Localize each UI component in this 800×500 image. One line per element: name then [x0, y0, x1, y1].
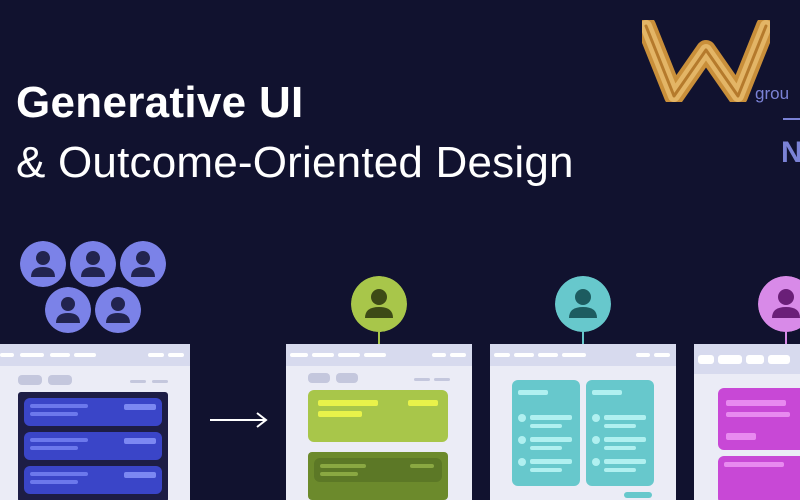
- toolbar-item: [290, 353, 308, 357]
- tab-chip: [48, 375, 72, 385]
- connector: [785, 332, 787, 344]
- action-pill: [624, 492, 652, 498]
- toolbar-item: [148, 353, 164, 357]
- page-subtitle: & Outcome-Oriented Design: [16, 138, 574, 187]
- card-line: [30, 438, 88, 442]
- card-line: [604, 415, 646, 420]
- card-line: [724, 462, 784, 467]
- toolbar-item: [168, 353, 184, 357]
- arrow-right-icon: [210, 412, 268, 428]
- toolbar-item: [562, 353, 586, 357]
- toolbar-item: [432, 353, 446, 357]
- green-ui-window: [286, 344, 472, 500]
- card-line: [30, 446, 78, 450]
- corner-text: grou: [755, 84, 790, 103]
- card-line: [30, 412, 78, 416]
- card-line: [604, 468, 636, 472]
- meta-line: [130, 380, 146, 383]
- card-line: [530, 424, 562, 428]
- card-line: [726, 433, 756, 440]
- tab-chip: [308, 373, 330, 383]
- user-icon: [45, 287, 91, 333]
- card-badge: [408, 400, 438, 406]
- card-line: [604, 437, 646, 442]
- card-line: [592, 390, 622, 395]
- magenta-ui-window: [694, 344, 800, 500]
- card-badge: [410, 464, 434, 468]
- toolbar-item: [50, 353, 70, 357]
- card-line: [530, 446, 562, 450]
- toolbar-item: [74, 353, 96, 357]
- tab-chip: [336, 373, 358, 383]
- bullet-dot: [592, 436, 600, 444]
- w-logo-icon: [636, 16, 776, 106]
- user-icon: [555, 276, 611, 332]
- bullet-dot: [518, 436, 526, 444]
- bullet-dot: [592, 458, 600, 466]
- meta-line: [152, 380, 168, 383]
- card-line: [318, 411, 362, 417]
- card-badge: [124, 404, 156, 410]
- connector: [582, 332, 584, 344]
- card-line: [604, 446, 636, 450]
- user-icon: [758, 276, 800, 332]
- card-line: [518, 390, 548, 395]
- detail-card: [314, 458, 442, 482]
- bullet-dot: [592, 414, 600, 422]
- toolbar-item: [514, 353, 534, 357]
- card-badge: [124, 472, 156, 478]
- meta-line: [434, 378, 450, 381]
- card-line: [320, 464, 366, 468]
- card-line: [530, 459, 572, 464]
- page-title: Generative UI: [16, 78, 304, 127]
- meta-line: [414, 378, 430, 381]
- toolbar-item: [450, 353, 466, 357]
- toolbar-item: [364, 353, 386, 357]
- user-icon: [120, 241, 166, 287]
- teal-ui-window: [490, 344, 676, 500]
- card-line: [530, 468, 562, 472]
- toolbar-item: [698, 355, 714, 364]
- toolbar-item: [538, 353, 558, 357]
- card-line: [604, 459, 646, 464]
- connector: [378, 332, 380, 344]
- toolbar-item: [20, 353, 44, 357]
- toolbar-item: [746, 355, 764, 364]
- toolbar-item: [0, 353, 14, 357]
- hero-card: [718, 388, 800, 450]
- toolbar-item: [494, 353, 510, 357]
- card-line: [530, 415, 572, 420]
- corner-letter: N: [781, 136, 800, 169]
- user-icon: [351, 276, 407, 332]
- toolbar-item: [636, 353, 650, 357]
- card-line: [530, 437, 572, 442]
- card-line: [30, 472, 88, 476]
- tab-chip: [18, 375, 42, 385]
- card-line: [318, 400, 378, 406]
- toolbar-item: [654, 353, 670, 357]
- bullet-dot: [518, 414, 526, 422]
- card-badge: [124, 438, 156, 444]
- card-line: [726, 412, 790, 417]
- toolbar-item: [338, 353, 360, 357]
- user-icon: [95, 287, 141, 333]
- toolbar-item: [768, 355, 790, 364]
- toolbar-item: [718, 355, 742, 364]
- card-line: [30, 480, 78, 484]
- card-line: [30, 404, 88, 408]
- generic-ui-window: [0, 344, 190, 500]
- card-line: [320, 472, 358, 476]
- bullet-dot: [518, 458, 526, 466]
- toolbar-item: [312, 353, 334, 357]
- card-line: [726, 400, 786, 406]
- user-icon: [20, 241, 66, 287]
- corner-divider: [783, 118, 800, 120]
- user-icon: [70, 241, 116, 287]
- card-line: [604, 424, 636, 428]
